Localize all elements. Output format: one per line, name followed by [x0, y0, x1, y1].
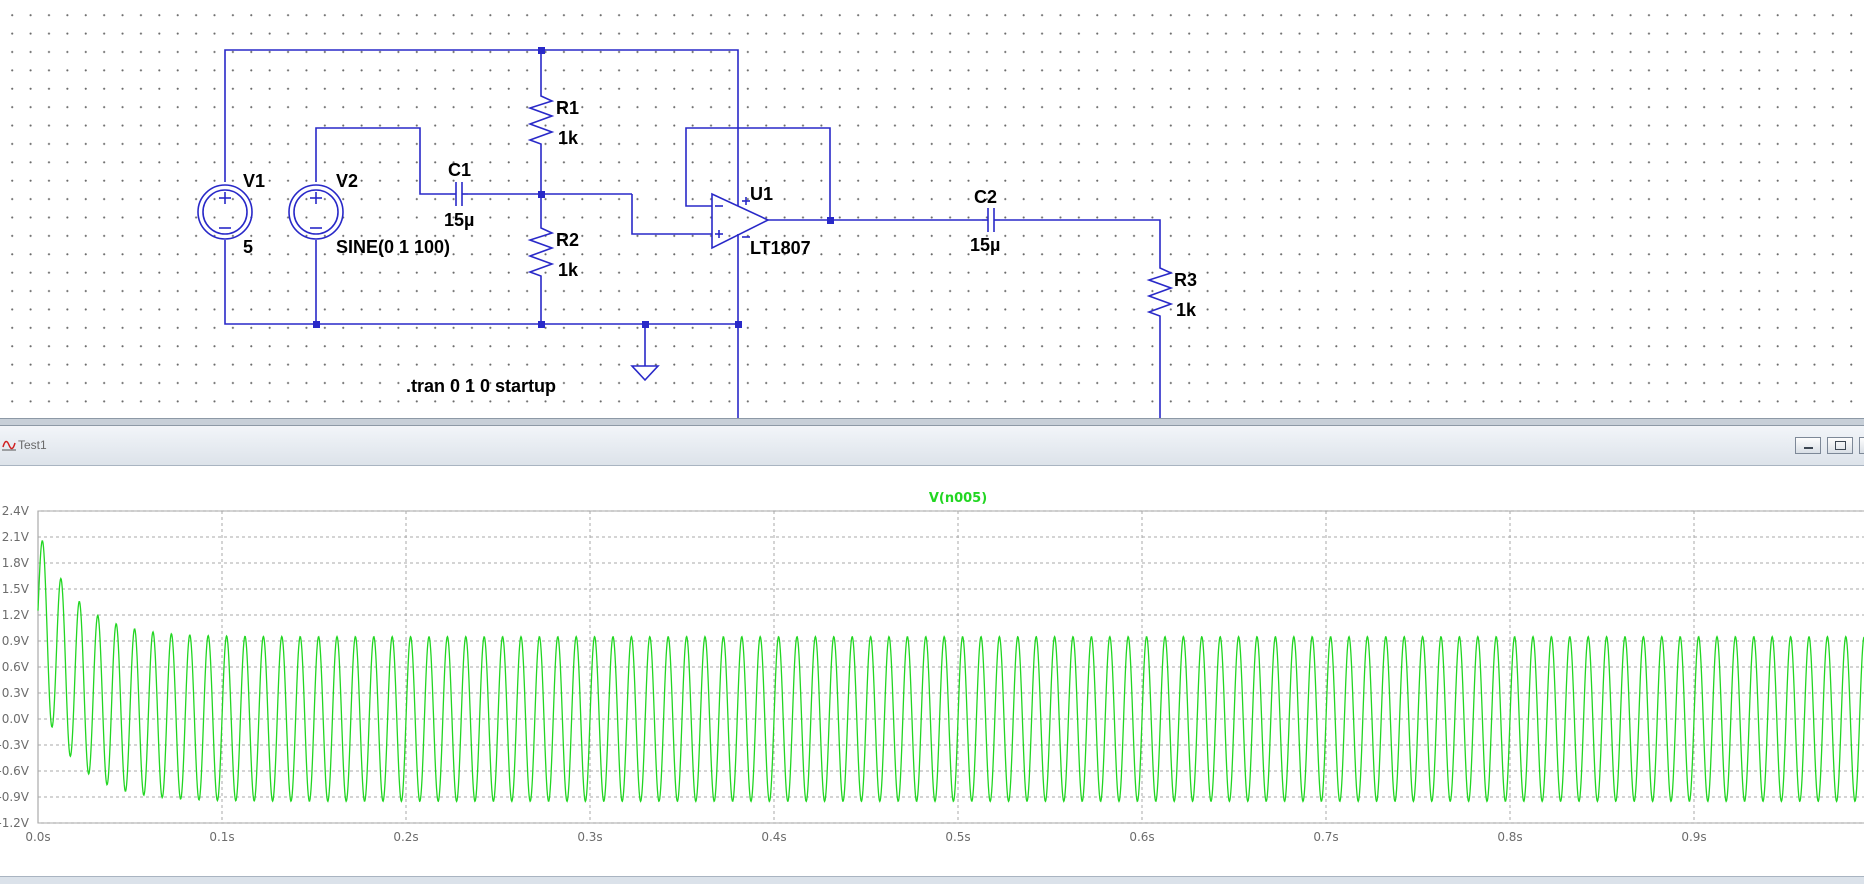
- x-tick-label: 0.5s: [945, 830, 970, 844]
- v1-symbol[interactable]: [197, 184, 253, 240]
- junction-dots: [313, 47, 834, 328]
- r2-value: 1k: [558, 260, 579, 280]
- r1-name: R1: [556, 98, 579, 118]
- waveform-chart[interactable]: 2.4V 2.1V 1.8V 1.5V 1.2V 0.9V 0.6V 0.3V 0.0V -0.3…: [0, 466, 1864, 884]
- v1-value: 5: [243, 237, 253, 257]
- y-tick-label: 1.5V: [2, 582, 30, 596]
- c2-name: C2: [974, 187, 997, 207]
- wire-noninv-in: [631, 194, 712, 235]
- r2-symbol[interactable]: [527, 222, 555, 282]
- x-tick-label: 0.7s: [1313, 830, 1338, 844]
- r3-value: 1k: [1176, 300, 1197, 320]
- u1-name: U1: [750, 184, 773, 204]
- u1-opamp-symbol[interactable]: [711, 192, 770, 250]
- r3-name: R3: [1174, 270, 1197, 290]
- x-tick-label: 0.2s: [393, 830, 418, 844]
- c1-symbol[interactable]: [450, 182, 468, 206]
- y-tick-label: 2.4V: [2, 504, 30, 518]
- waveform-icon: [2, 440, 16, 451]
- y-tick-label: 0.6V: [2, 660, 30, 674]
- y-axis-ticks: 2.4V 2.1V 1.8V 1.5V 1.2V 0.9V 0.6V 0.3V 0.0V -0.3…: [0, 504, 30, 830]
- y-tick-label: -0.3V: [0, 738, 30, 752]
- r2-name: R2: [556, 230, 579, 250]
- r1-value: 1k: [558, 128, 579, 148]
- minimize-icon: [1804, 447, 1813, 449]
- r3-symbol[interactable]: [1146, 262, 1174, 322]
- y-tick-label: 2.1V: [2, 530, 30, 544]
- schematic-canvas[interactable]: V1 5 V2 SINE(0 1 100) C1 15µ R1 1k R2 1k…: [0, 0, 1864, 418]
- y-tick-label: -0.6V: [0, 764, 30, 778]
- c1-value: 15µ: [444, 210, 474, 230]
- v2-symbol[interactable]: [288, 184, 344, 240]
- status-bar: [0, 876, 1864, 884]
- y-tick-label: 1.8V: [2, 556, 30, 570]
- r1-symbol[interactable]: [527, 90, 555, 148]
- y-tick-label: 0.9V: [2, 634, 30, 648]
- v2-value: SINE(0 1 100): [336, 237, 450, 257]
- spice-directive[interactable]: .tran 0 1 0 startup: [406, 376, 556, 396]
- wire-c2-r3: [1000, 219, 1161, 262]
- x-tick-label: 0.3s: [577, 830, 602, 844]
- c1-name: C1: [448, 160, 471, 180]
- trace-v-n005[interactable]: [37, 540, 1864, 803]
- y-tick-label: 0.0V: [2, 712, 30, 726]
- wires[interactable]: [224, 49, 1161, 418]
- v2-name: V2: [336, 171, 358, 191]
- c2-value: 15µ: [970, 235, 1000, 255]
- x-tick-label: 0.9s: [1681, 830, 1706, 844]
- x-tick-label: 0.4s: [761, 830, 786, 844]
- x-tick-label: 0.1s: [209, 830, 234, 844]
- v1-name: V1: [243, 171, 265, 191]
- wire-ground-rail: [224, 240, 738, 325]
- circuit-diagram[interactable]: V1 5 V2 SINE(0 1 100) C1 15µ R1 1k R2 1k…: [0, 0, 1864, 418]
- close-button[interactable]: [1859, 437, 1864, 454]
- x-tick-label: 0.8s: [1497, 830, 1522, 844]
- restore-button[interactable]: [1827, 437, 1853, 454]
- y-tick-label: 0.3V: [2, 686, 30, 700]
- wire-feedback: [685, 127, 831, 220]
- u1-value: LT1807: [750, 238, 811, 258]
- waveform-window[interactable]: Test1 2.4V 2.1V 1.8V 1.5V 1.2V 0.9V 0.6V 0.3V 0.…: [0, 426, 1864, 884]
- chart-grid: [37, 510, 1864, 824]
- trace-label[interactable]: V(n005): [929, 491, 987, 506]
- y-tick-label: 1.2V: [2, 608, 30, 622]
- y-tick-label: -1.2V: [0, 816, 30, 830]
- y-tick-label: -0.9V: [0, 790, 30, 804]
- waveform-window-title: Test1: [18, 438, 47, 452]
- plot-area[interactable]: 2.4V 2.1V 1.8V 1.5V 1.2V 0.9V 0.6V 0.3V 0.0V -0.3…: [0, 466, 1864, 884]
- x-tick-label: 0.6s: [1129, 830, 1154, 844]
- restore-icon: [1835, 441, 1846, 450]
- wire-top-rail: [224, 49, 739, 194]
- x-tick-label: 0.0s: [25, 830, 50, 844]
- pane-splitter[interactable]: [0, 418, 1864, 426]
- ground-icon: [630, 365, 660, 382]
- waveform-window-titlebar[interactable]: Test1: [0, 426, 1864, 466]
- wire-v2-c1: [315, 127, 450, 195]
- minimize-button[interactable]: [1795, 437, 1821, 454]
- x-axis-ticks: 0.0s 0.1s 0.2s 0.3s 0.4s 0.5s 0.6s 0.7s 0.8s 0.9s: [25, 830, 1706, 844]
- c2-symbol[interactable]: [982, 208, 1000, 232]
